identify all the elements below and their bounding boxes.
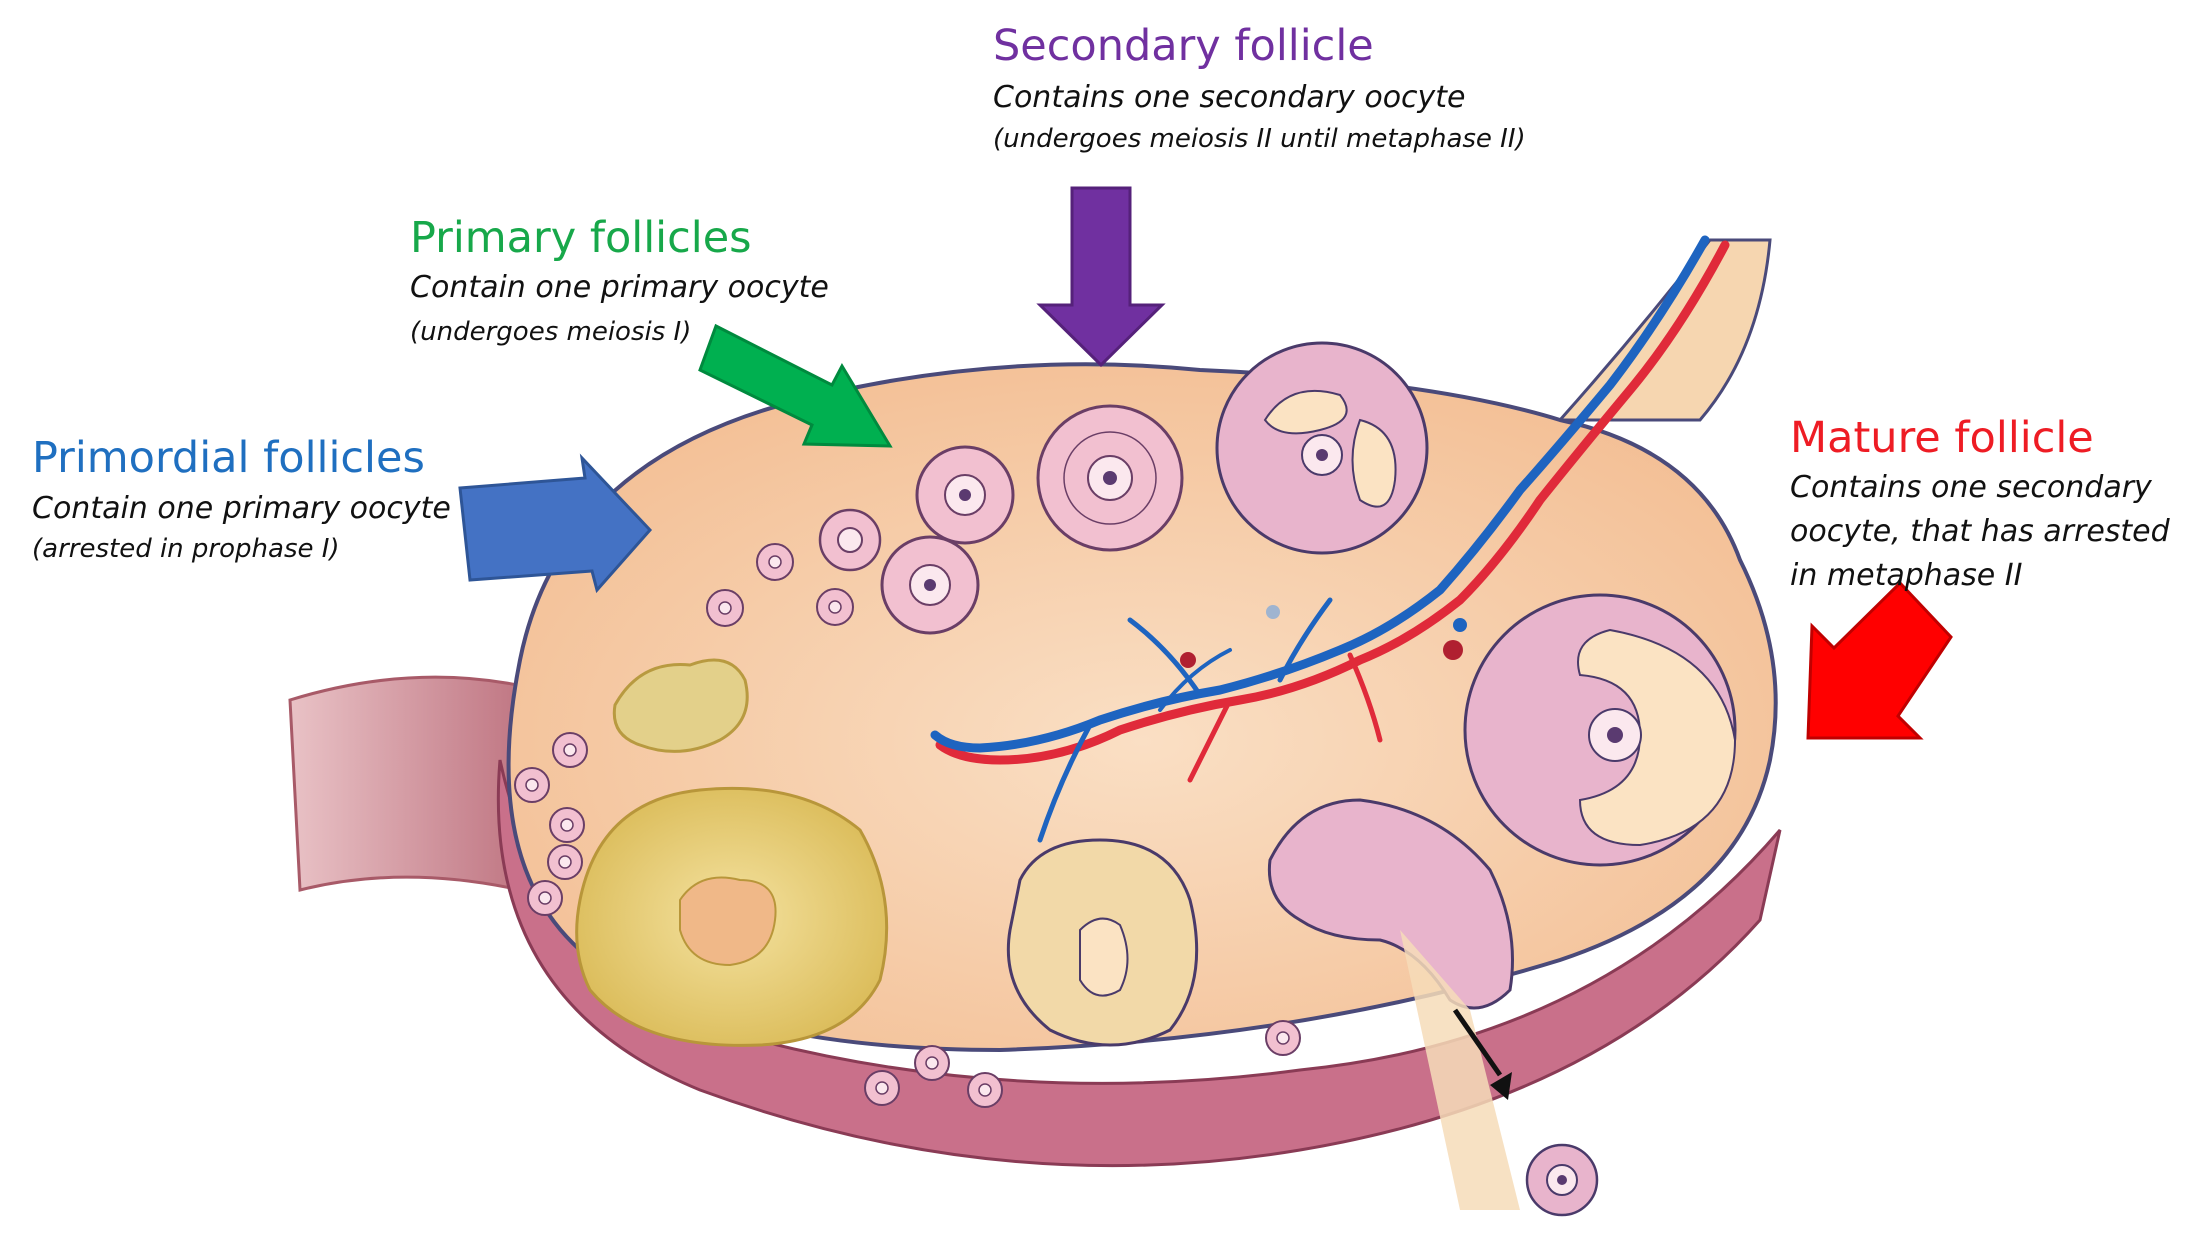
ovulating-follicle xyxy=(1267,798,1599,1217)
primordial-note: (arrested in prophase I) xyxy=(32,534,340,564)
primordial-follicles xyxy=(514,543,1301,1108)
primordial-desc: Contain one primary oocyte xyxy=(32,491,451,526)
primordial-title: Primordial follicles xyxy=(32,433,425,483)
primary-note: (undergoes meiosis I) xyxy=(410,317,692,347)
mature-title: Mature follicle xyxy=(1790,413,2094,463)
blood-vessels xyxy=(930,235,1730,843)
primary-arrow xyxy=(698,323,893,448)
secondary-desc: Contains one secondary oocyte xyxy=(993,80,1466,115)
corpus-albicans xyxy=(612,658,749,753)
mature-desc-line1: Contains one secondary xyxy=(1790,470,2152,505)
mature-desc-line2: oocyte, that has arrested xyxy=(1790,514,2170,549)
mature-arrow xyxy=(1806,580,1953,740)
developing-corpus-luteum xyxy=(1006,838,1199,1047)
vessel-stalk xyxy=(1556,238,1772,422)
primordial-arrow xyxy=(458,453,653,594)
primary-desc: Contain one primary oocyte xyxy=(410,270,829,305)
corpus-luteum xyxy=(575,786,889,1047)
secondary-follicle-shape xyxy=(1215,341,1429,555)
secondary-note: (undergoes meiosis II until metaphase II… xyxy=(993,124,1526,154)
secondary-title: Secondary follicle xyxy=(993,21,1374,71)
primary-title: Primary follicles xyxy=(410,213,752,263)
mature-desc-line3: in metaphase II xyxy=(1790,558,2023,593)
mature-follicle-shape xyxy=(1463,593,1737,867)
primary-follicles xyxy=(818,404,1184,635)
secondary-arrow xyxy=(1036,186,1166,368)
